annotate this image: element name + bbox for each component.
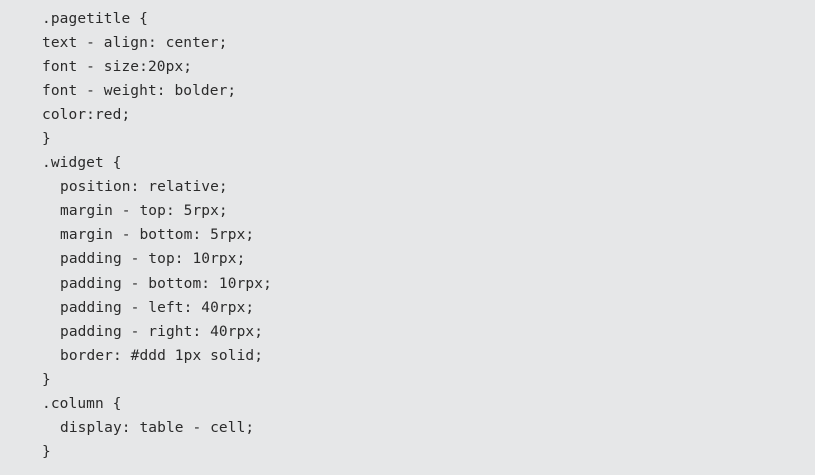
code-line-close-brace-pagetitle: } [42, 131, 51, 148]
code-line-widget-selector: .widget { [42, 155, 122, 172]
code-line-padding-bottom: padding - bottom: 10rpx; [60, 275, 272, 292]
code-line-margin-bottom: margin - bottom: 5rpx; [60, 227, 255, 244]
code-line-font-size: font - size:20px; [42, 59, 193, 76]
code-line-padding-right: padding - right: 40rpx; [60, 323, 264, 340]
code-line-font-weight: font - weight: bolder; [42, 83, 237, 100]
code-line-border: border: #ddd 1px solid; [60, 347, 264, 364]
code-line-padding-left: padding - left: 40rpx; [60, 299, 255, 316]
code-line-close-brace-widget: } [42, 371, 51, 388]
code-line-margin-top: margin - top: 5rpx; [60, 203, 228, 220]
code-line-pagetitle-selector: .pagetitle { [42, 11, 148, 27]
code-line-padding-top: padding - top: 10rpx; [60, 251, 246, 268]
code-line-text-align: text - align: center; [42, 35, 228, 52]
code-line-position: position: relative; [60, 179, 228, 196]
code-line-close-brace-column: } [42, 443, 51, 460]
code-line-column-selector: .column { [42, 395, 122, 412]
code-line-display: display: table - cell; [60, 419, 255, 436]
code-line-color: color:red; [42, 107, 131, 124]
code-listing: .pagetitle { text - align: center; font … [42, 7, 802, 464]
